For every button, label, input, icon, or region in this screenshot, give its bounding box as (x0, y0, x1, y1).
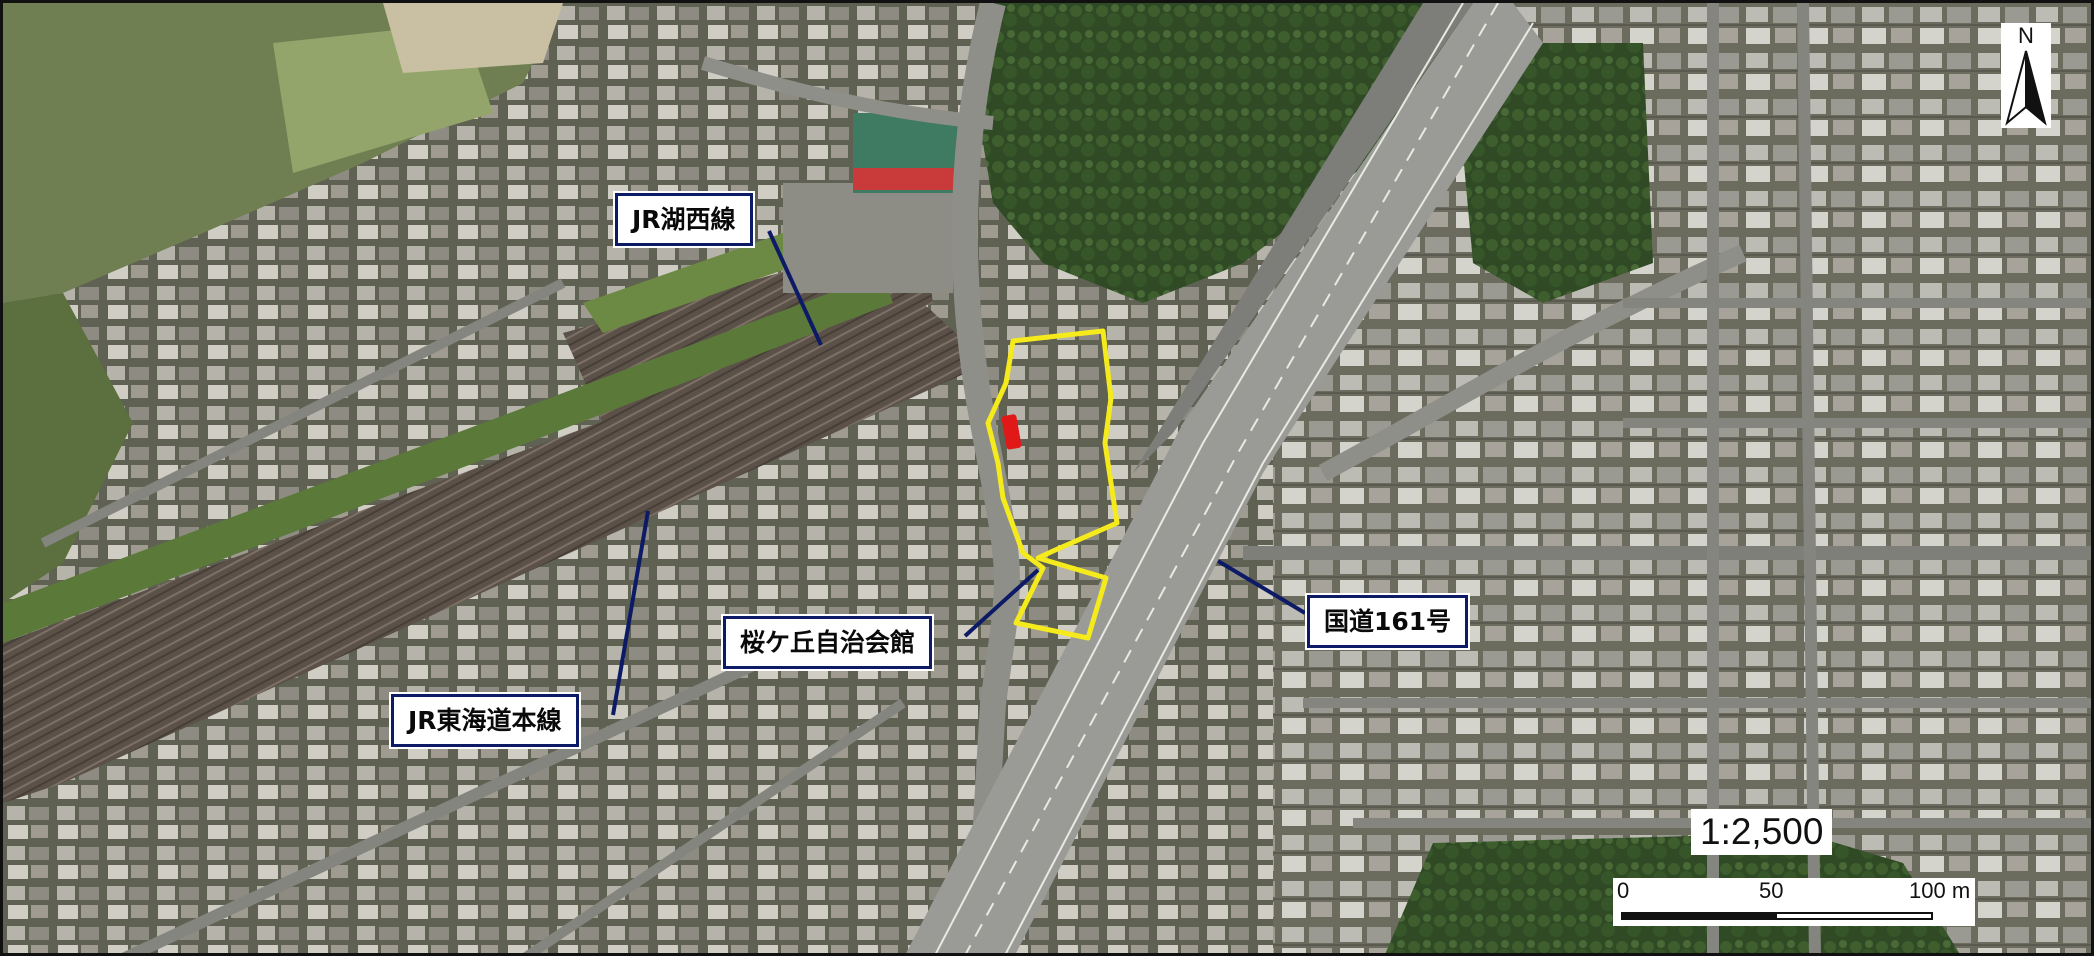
leader-lines (611, 230, 1307, 716)
scale-tick-50: 50 (1759, 878, 1784, 903)
north-arrow-icon (2005, 50, 2047, 126)
scale-ratio: 1:2,500 (1691, 809, 1833, 855)
label-jr-tokaido-main-line: JR東海道本線 (391, 694, 579, 747)
leader-community-hall (963, 568, 1040, 638)
leader-route161 (1216, 559, 1307, 615)
site-boundary (985, 328, 1120, 641)
site-marker (1001, 414, 1022, 450)
scale-tick-0: 0 (1617, 878, 1630, 903)
north-arrow: N (2001, 23, 2051, 128)
leader-tokaido (611, 510, 650, 716)
north-letter: N (2018, 23, 2034, 48)
scale-bar: 0 50 100 m (1613, 878, 1975, 926)
label-sakuragaoka-community-hall: 桜ケ丘自治会館 (723, 616, 933, 669)
leader-kosei (767, 230, 823, 346)
label-national-route-161: 国道161号 (1307, 595, 1469, 648)
scale-tick-100: 100 m (1909, 878, 1971, 903)
aerial-photo (3, 3, 2091, 953)
label-jr-kosei-line: JR湖西線 (615, 193, 753, 246)
scale-bar-graphic (1621, 912, 1933, 920)
site-overlay (985, 328, 1120, 641)
